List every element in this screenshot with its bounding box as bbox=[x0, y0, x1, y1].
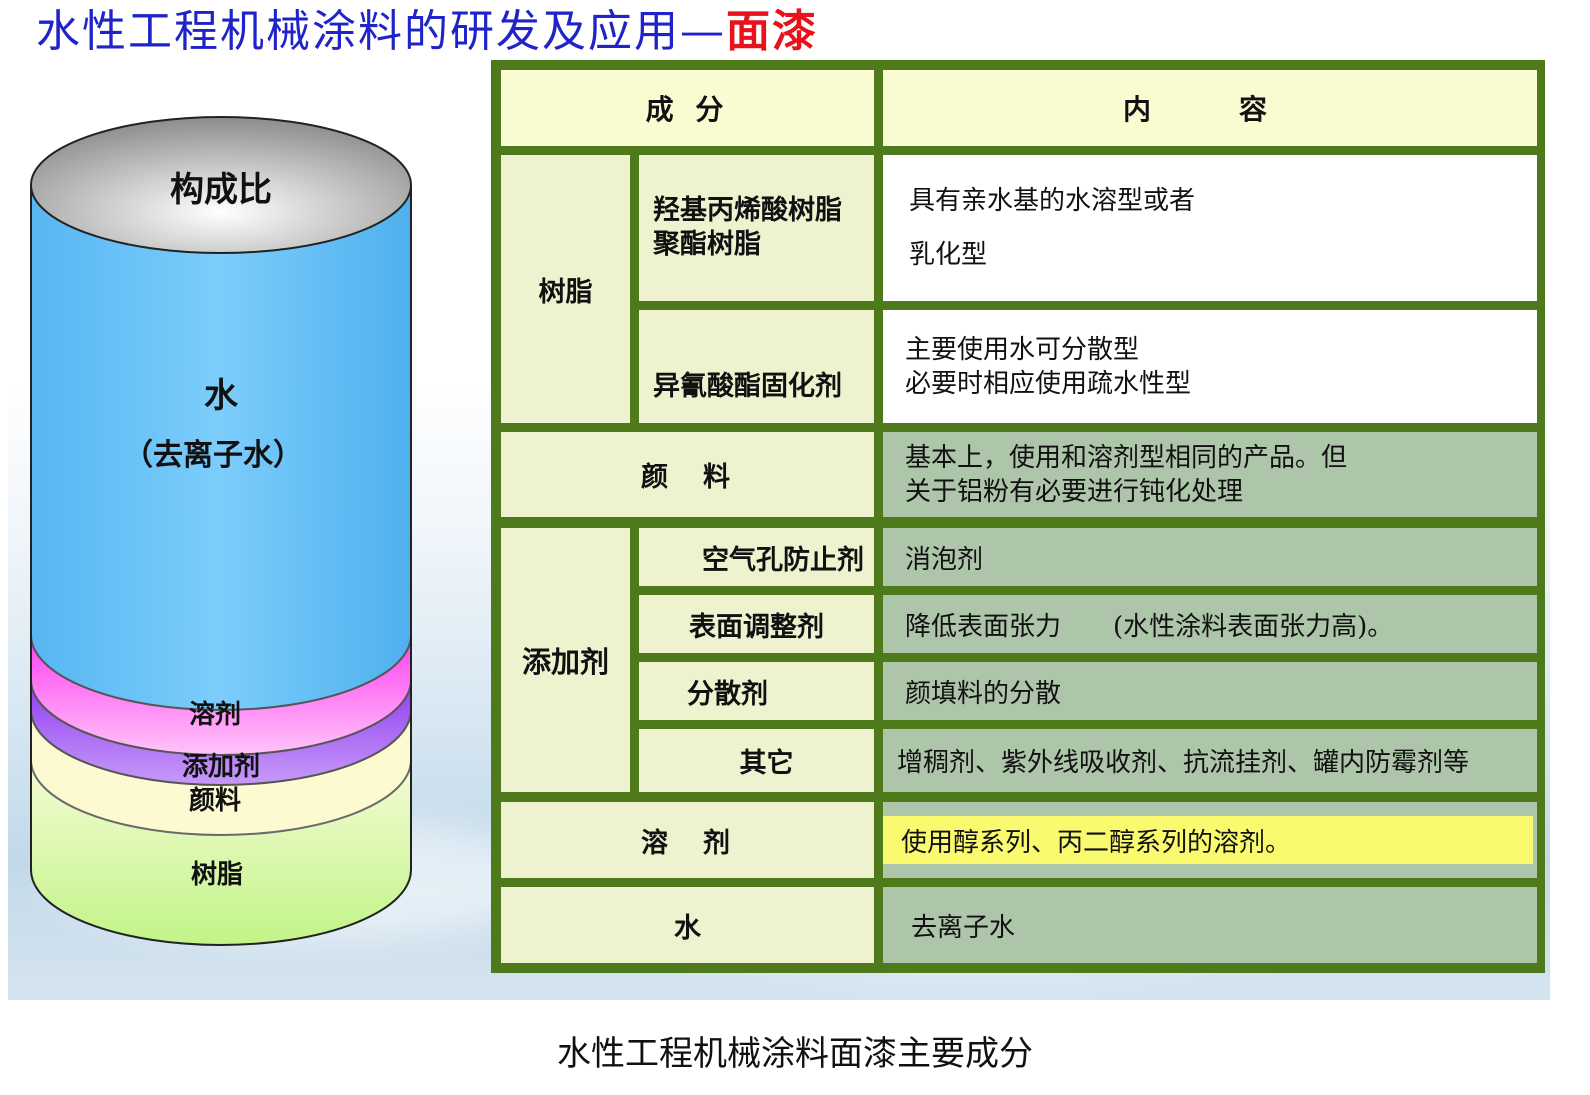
additive-category: 添加剂 bbox=[501, 528, 630, 792]
additive-row-name: 分散剂 bbox=[639, 662, 874, 720]
resin-sub1-name: 羟基丙烯酸树脂 聚酯树脂 bbox=[639, 155, 874, 301]
pigment-label: 颜料 bbox=[188, 786, 241, 816]
header-component: 成 分 bbox=[501, 70, 874, 146]
resin-sub2-content-line: 必要时相应使用疏水性型 bbox=[905, 368, 1192, 399]
resin-sub1-name-line: 聚酯树脂 bbox=[653, 229, 761, 260]
cylinder-graphic bbox=[30, 116, 412, 946]
pigment-content-line: 关于铝粉有必要进行钝化处理 bbox=[905, 476, 1244, 507]
title-emphasis: 面漆 bbox=[726, 6, 818, 57]
pigment-content: 基本上，使用和溶剂型相同的产品。但 关于铝粉有必要进行钝化处理 bbox=[883, 432, 1537, 517]
additive-row-content: 颜填料的分散 bbox=[883, 662, 1537, 720]
solvent-category: 溶 剂 bbox=[501, 802, 874, 878]
pigment-content-line: 基本上，使用和溶剂型相同的产品。但 bbox=[905, 442, 1348, 473]
resin-sub1-content: 具有亲水基的水溶型或者 乳化型 bbox=[883, 155, 1537, 301]
resin-sub2-content-line: 主要使用水可分散型 bbox=[905, 334, 1140, 365]
water-sub-label: （去离子水） bbox=[123, 438, 303, 473]
water-category: 水 bbox=[501, 887, 874, 963]
resin-sub2-name: 异氰酸酯固化剂 bbox=[639, 310, 874, 423]
additive-label: 添加剂 bbox=[181, 752, 260, 782]
cylinder-top bbox=[30, 116, 412, 254]
header-content: 内 容 bbox=[883, 70, 1537, 146]
cylinder-top-label: 构成比 bbox=[170, 170, 272, 210]
composition-table: 成 分 内 容 树脂 羟基丙烯酸树脂 聚酯树脂 具有亲水基的水溶型或者 乳化型 … bbox=[491, 60, 1545, 973]
resin-sub1-name-line: 羟基丙烯酸树脂 bbox=[653, 195, 842, 226]
additive-row-content: 消泡剂 bbox=[883, 528, 1537, 586]
resin-label: 树脂 bbox=[190, 860, 243, 890]
figure-caption: 水性工程机械涂料面漆主要成分 bbox=[557, 1034, 1033, 1074]
resin-sub1-content-line: 具有亲水基的水溶型或者 bbox=[909, 186, 1196, 216]
resin-sub1-content-line: 乳化型 bbox=[909, 240, 988, 270]
water-layer bbox=[31, 185, 411, 710]
resin-category: 树脂 bbox=[501, 155, 630, 423]
additive-row-content: 降低表面张力 (水性涂料表面张力高)。 bbox=[883, 595, 1537, 653]
additive-row-name: 空气孔防止剂 bbox=[639, 528, 874, 586]
additive-row-content: 增稠剂、紫外线吸收剂、抗流挂剂、罐内防霉剂等 bbox=[883, 729, 1537, 792]
additive-row-name: 表面调整剂 bbox=[639, 595, 874, 653]
slide-title: 水性工程机械涂料的研发及应用—面漆 bbox=[36, 2, 818, 62]
title-main: 水性工程机械涂料的研发及应用— bbox=[36, 6, 726, 57]
slide: 水性工程机械涂料的研发及应用—面漆 bbox=[8, 0, 1550, 1000]
solvent-content-highlight: 使用醇系列、丙二醇系列的溶剂。 bbox=[883, 816, 1533, 864]
pigment-category: 颜 料 bbox=[501, 432, 874, 517]
water-content: 去离子水 bbox=[883, 887, 1537, 963]
solvent-label: 溶剂 bbox=[188, 700, 241, 730]
solvent-content-cell: 使用醇系列、丙二醇系列的溶剂。 bbox=[883, 802, 1537, 878]
water-label: 水 bbox=[204, 376, 238, 416]
composition-cylinder: 构成比 水 （去离子水） 溶剂 添加剂 颜料 树脂 bbox=[26, 110, 416, 950]
resin-sub2-content: 主要使用水可分散型 必要时相应使用疏水性型 bbox=[883, 310, 1537, 423]
additive-row-name: 其它 bbox=[639, 729, 874, 792]
